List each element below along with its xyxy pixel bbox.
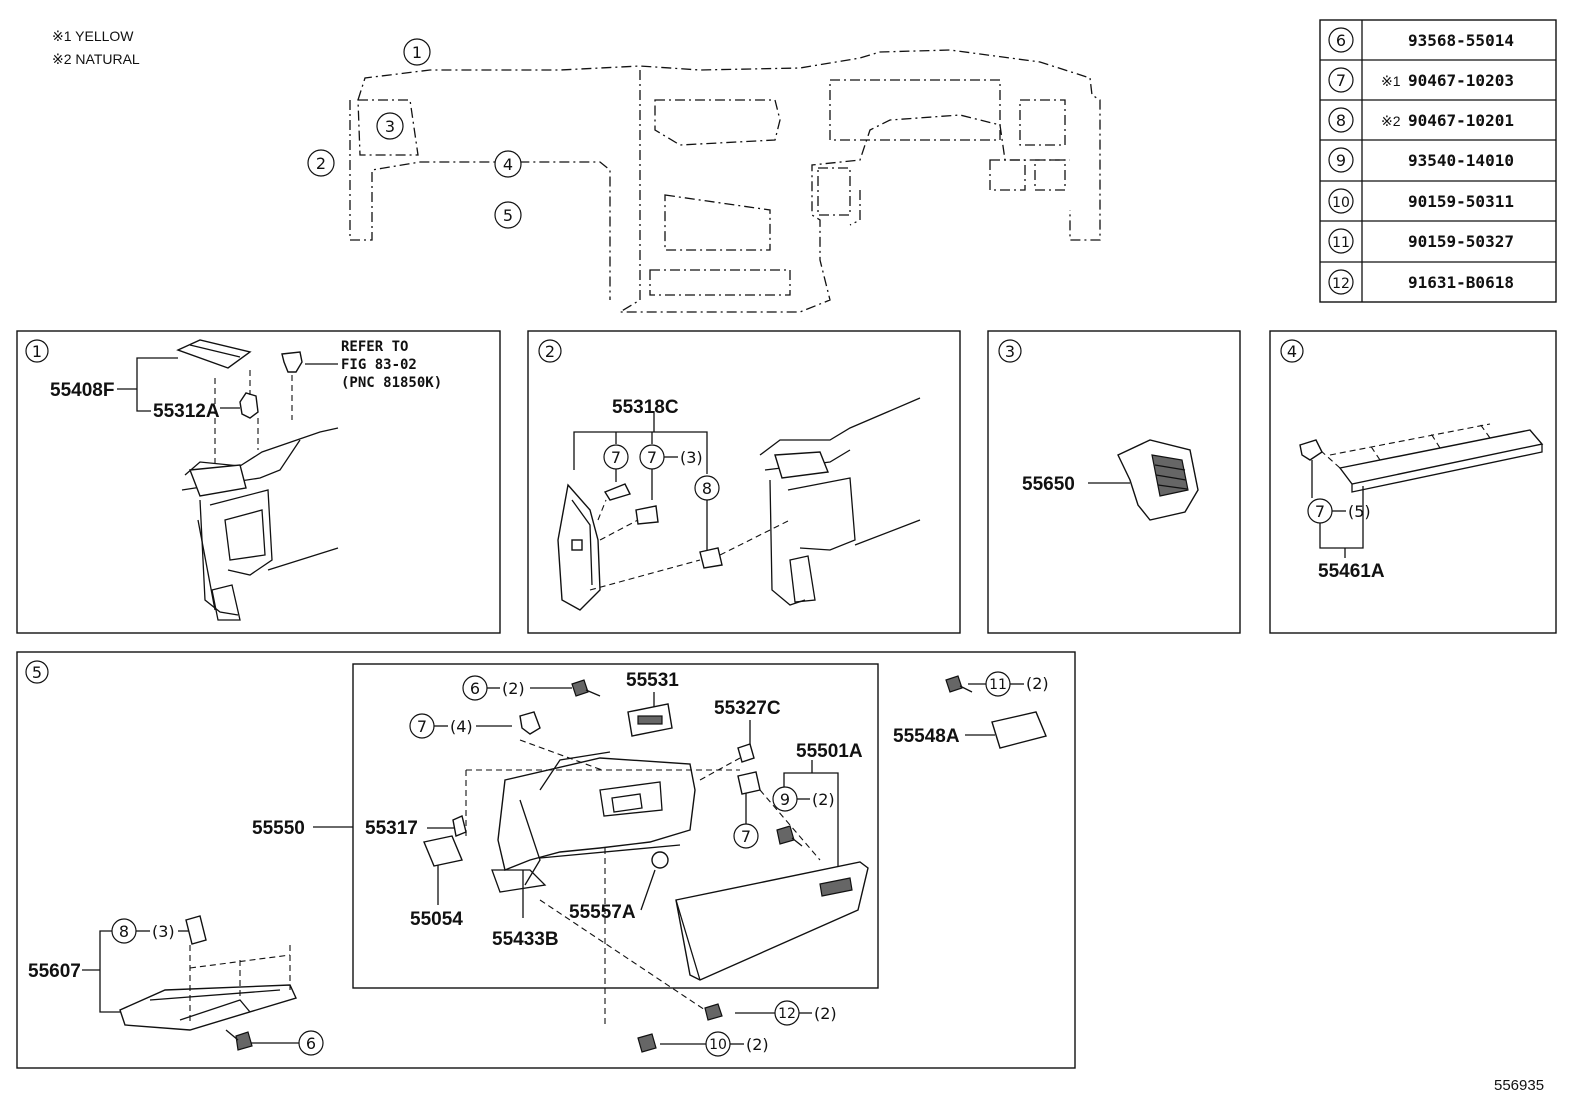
table-row: 11 90159-50327 bbox=[1328, 228, 1514, 254]
note-yellow: ※1 YELLOW bbox=[52, 28, 134, 44]
table-row: 8 ※2 90467-10201 bbox=[1328, 107, 1514, 133]
note-natural: ※2 NATURAL bbox=[52, 51, 140, 67]
table-row: 6 93568-55014 bbox=[1328, 27, 1514, 53]
panel-1: 1 bbox=[16, 330, 501, 634]
svg-text:90159-50327: 90159-50327 bbox=[1408, 232, 1514, 251]
svg-text:3: 3 bbox=[385, 117, 395, 136]
panel-5: 5 6 7 9 7 11 12 10 8 6 bbox=[16, 651, 1076, 1069]
diagram-id: 556935 bbox=[1494, 1077, 1544, 1094]
part-55501A: 55501A bbox=[796, 741, 863, 762]
svg-text:11: 11 bbox=[1332, 235, 1350, 251]
qty-2-screw12: (2) bbox=[814, 1004, 837, 1023]
overview-callout-1: 1 bbox=[403, 38, 431, 66]
panel-3: 3 bbox=[987, 330, 1241, 634]
overview-callout-2: 2 bbox=[307, 149, 335, 177]
svg-text:10: 10 bbox=[1332, 195, 1350, 211]
part-55433B: 55433B bbox=[492, 929, 559, 950]
svg-text:90467-10203: 90467-10203 bbox=[1408, 71, 1514, 90]
refer-to-line1: REFER TO bbox=[341, 339, 408, 355]
svg-text:2: 2 bbox=[316, 154, 326, 173]
svg-text:1: 1 bbox=[412, 43, 422, 62]
svg-text:6: 6 bbox=[470, 679, 480, 698]
refer-to-line3: (PNC 81850K) bbox=[341, 375, 442, 391]
panel-2: 2 7 7 8 bbox=[527, 330, 961, 634]
svg-text:9: 9 bbox=[1336, 151, 1346, 170]
part-55317: 55317 bbox=[365, 818, 418, 839]
svg-text:7: 7 bbox=[647, 448, 657, 467]
svg-text:12: 12 bbox=[778, 1006, 796, 1022]
svg-text:7: 7 bbox=[417, 717, 427, 736]
svg-text:8: 8 bbox=[702, 479, 712, 498]
qty-2-screw9: (2) bbox=[812, 790, 835, 809]
svg-text:8: 8 bbox=[1336, 111, 1346, 130]
svg-text:93568-55014: 93568-55014 bbox=[1408, 31, 1514, 50]
svg-text:8: 8 bbox=[119, 922, 129, 941]
svg-text:5: 5 bbox=[32, 663, 42, 682]
dashboard-overview bbox=[349, 49, 1101, 313]
part-55312A: 55312A bbox=[153, 401, 220, 422]
svg-text:90467-10201: 90467-10201 bbox=[1408, 111, 1514, 130]
parts-table: 6 93568-55014 7 ※1 90467-10203 8 ※2 90467-102… bbox=[1319, 19, 1557, 303]
part-55607: 55607 bbox=[28, 961, 81, 982]
svg-text:7: 7 bbox=[741, 827, 751, 846]
part-55054: 55054 bbox=[410, 909, 463, 930]
svg-text:5: 5 bbox=[503, 206, 513, 225]
svg-text:4: 4 bbox=[503, 155, 513, 174]
svg-text:90159-50311: 90159-50311 bbox=[1408, 192, 1514, 211]
part-55550: 55550 bbox=[252, 818, 305, 839]
refer-to-line2: FIG 83-02 bbox=[341, 357, 417, 373]
part-55531: 55531 bbox=[626, 670, 679, 691]
svg-text:93540-14010: 93540-14010 bbox=[1408, 151, 1514, 170]
svg-text:6: 6 bbox=[1336, 31, 1346, 50]
svg-text:9: 9 bbox=[780, 790, 790, 809]
part-55557A: 55557A bbox=[569, 902, 636, 923]
svg-text:7: 7 bbox=[1336, 71, 1346, 90]
overview-callout-5: 5 bbox=[494, 201, 522, 229]
table-row: 10 90159-50311 bbox=[1328, 188, 1514, 214]
qty-4: (4) bbox=[450, 717, 473, 736]
svg-text:3: 3 bbox=[1005, 342, 1015, 361]
svg-text:6: 6 bbox=[306, 1034, 316, 1053]
overview-callout-4: 4 bbox=[494, 150, 522, 178]
part-55548A: 55548A bbox=[893, 726, 960, 747]
qty-2-screw10: (2) bbox=[746, 1035, 769, 1054]
svg-text:12: 12 bbox=[1332, 276, 1350, 292]
panel-4: 4 7 bbox=[1269, 330, 1557, 634]
part-55318C: 55318C bbox=[612, 397, 679, 418]
qty-5: (5) bbox=[1348, 502, 1371, 521]
svg-text:7: 7 bbox=[611, 448, 621, 467]
part-55650: 55650 bbox=[1022, 474, 1075, 495]
overview-callout-3: 3 bbox=[376, 112, 404, 140]
qty-3-clip8: (3) bbox=[152, 922, 175, 941]
svg-text:2: 2 bbox=[545, 342, 555, 361]
svg-text:4: 4 bbox=[1287, 342, 1297, 361]
table-row: 9 93540-14010 bbox=[1328, 147, 1514, 173]
table-row: 7 ※1 90467-10203 bbox=[1328, 67, 1514, 93]
part-55327C: 55327C bbox=[714, 698, 781, 719]
svg-text:※2: ※2 bbox=[1381, 113, 1401, 129]
svg-text:10: 10 bbox=[709, 1037, 727, 1053]
qty-2-screw6: (2) bbox=[502, 679, 525, 698]
svg-text:7: 7 bbox=[1315, 502, 1325, 521]
svg-text:※1: ※1 bbox=[1381, 73, 1401, 89]
svg-text:11: 11 bbox=[989, 677, 1007, 693]
part-55408F: 55408F bbox=[50, 380, 114, 401]
qty-3: (3) bbox=[680, 448, 703, 467]
table-row: 12 91631-B0618 bbox=[1328, 269, 1514, 295]
part-55461A: 55461A bbox=[1318, 561, 1385, 582]
qty-2-screw11: (2) bbox=[1026, 674, 1049, 693]
svg-text:91631-B0618: 91631-B0618 bbox=[1408, 273, 1514, 292]
svg-text:1: 1 bbox=[32, 342, 42, 361]
